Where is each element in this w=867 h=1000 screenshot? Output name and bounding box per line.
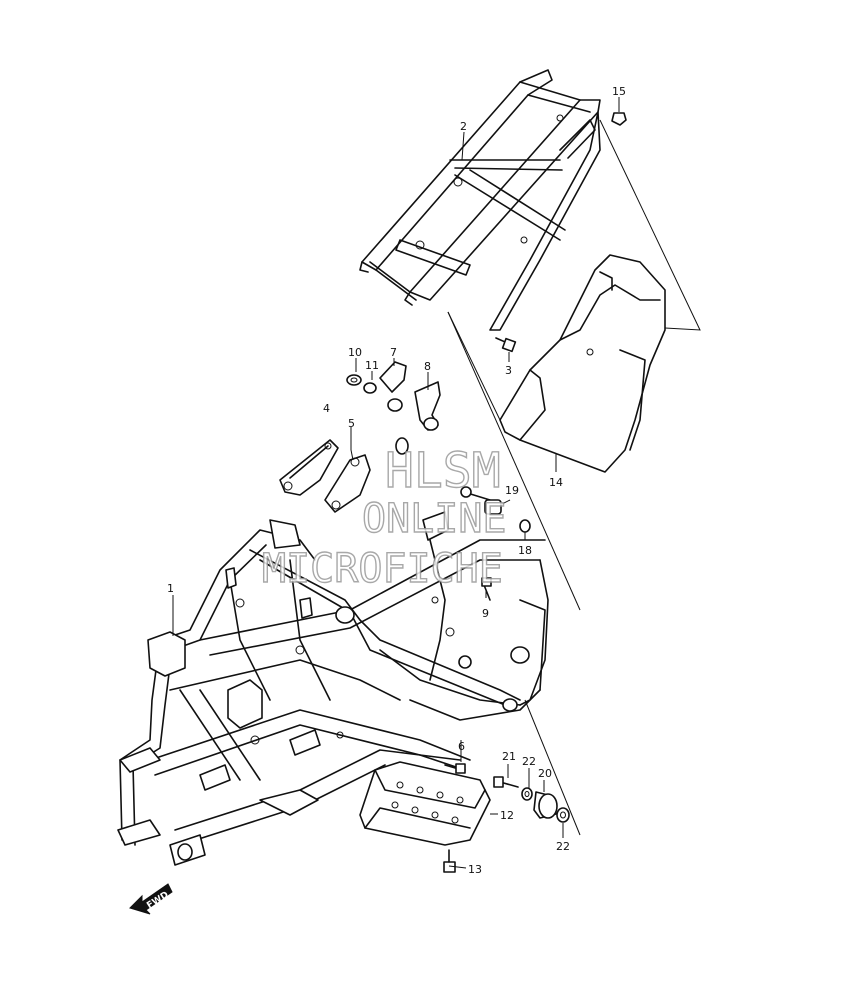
bolt-21[interactable] <box>493 776 519 788</box>
watermark: HLSM ONLINE MICROFICHE <box>261 442 507 592</box>
callout-4: 4 <box>323 402 330 415</box>
bolt-19[interactable] <box>460 486 502 515</box>
bolt-3[interactable] <box>495 337 517 353</box>
bolt-13[interactable] <box>443 849 456 873</box>
callout-5: 5 <box>348 417 355 430</box>
bracket-7[interactable] <box>379 361 409 455</box>
bracket-5[interactable] <box>324 454 371 513</box>
callout-1: 1 <box>167 582 174 595</box>
forward-direction-arrow: FWD <box>129 883 173 915</box>
collar-11[interactable] <box>363 382 377 394</box>
washer-18[interactable] <box>519 519 531 533</box>
callout-9: 9 <box>482 607 489 620</box>
callout-6: 6 <box>458 740 465 753</box>
callout-14: 14 <box>549 476 563 489</box>
callout-8: 8 <box>424 360 431 373</box>
washer-22-lower[interactable] <box>556 807 570 823</box>
leader-lines <box>172 97 620 869</box>
assembly-guide-lines <box>447 119 701 836</box>
callout-20: 20 <box>538 767 552 780</box>
bolt-15[interactable] <box>611 112 627 126</box>
bracket-4[interactable] <box>279 439 339 496</box>
callout-labels: 1 2 3 4 5 6 7 8 9 10 11 12 13 14 15 18 1… <box>167 85 626 876</box>
washer-10[interactable] <box>346 374 362 386</box>
callout-12: 12 <box>500 809 514 822</box>
rear-fender-14[interactable] <box>499 254 666 473</box>
callout-13: 13 <box>468 863 482 876</box>
watermark-line-1: HLSM <box>385 443 501 499</box>
watermark-line-3: MICROFICHE <box>262 546 503 592</box>
callout-15: 15 <box>612 85 626 98</box>
watermark-line-2: ONLINE <box>362 496 507 542</box>
callout-7: 7 <box>390 346 397 359</box>
bracket-8[interactable] <box>414 381 441 431</box>
footrest-12[interactable] <box>359 761 491 846</box>
bolt-9[interactable] <box>481 577 492 601</box>
callout-21: 21 <box>502 750 516 763</box>
main-frame[interactable] <box>117 511 549 866</box>
rear-subframe[interactable] <box>359 69 601 331</box>
bushing-20[interactable] <box>533 791 558 819</box>
callout-3: 3 <box>505 364 512 377</box>
washer-22-upper[interactable] <box>521 787 533 801</box>
callout-10: 10 <box>348 346 362 359</box>
arrow-icon <box>129 883 173 915</box>
callout-22-upper: 22 <box>522 755 536 768</box>
callout-18: 18 <box>518 544 532 557</box>
bolt-6[interactable] <box>444 763 466 774</box>
callout-11: 11 <box>365 359 379 372</box>
callout-19: 19 <box>505 484 519 497</box>
callout-2: 2 <box>460 120 467 133</box>
callout-22-lower: 22 <box>556 840 570 853</box>
